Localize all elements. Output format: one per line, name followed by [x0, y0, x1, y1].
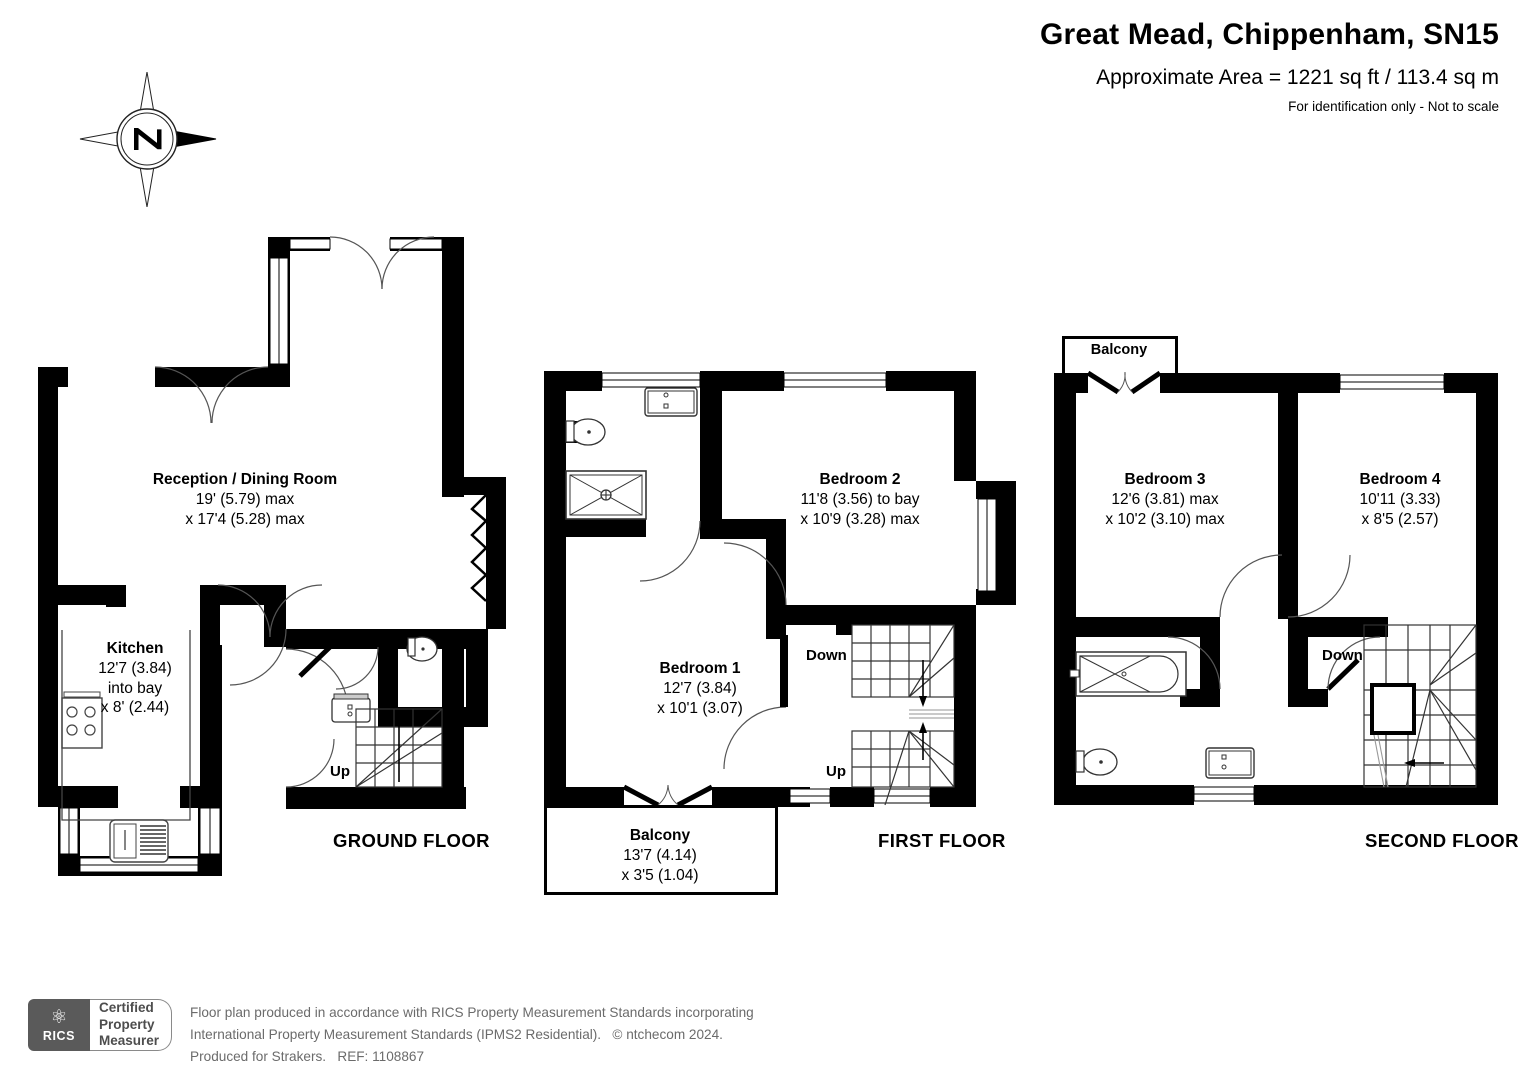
ground-floor-plan: [38, 236, 506, 876]
room-dimension-1: 19' (5.79) max: [195, 490, 295, 508]
room-label-bedroom-4: Bedroom 4 10'11 (3.33) x 8'5 (2.57): [1290, 470, 1510, 529]
plan-header: Great Mead, Chippenham, SN15 Approximate…: [1040, 18, 1499, 115]
stair-label-ground-up: Up: [330, 763, 350, 780]
room-dimension-1: 12'7 (3.84): [98, 659, 172, 677]
first-floor-plan: [544, 371, 1016, 895]
room-dimension-2: x 17'4 (5.28) max: [185, 510, 305, 528]
room-dimension-1: 10'11 (3.33): [1359, 490, 1441, 508]
room-dimension-1: 13'7 (4.14): [623, 846, 697, 864]
room-name: Balcony: [629, 827, 691, 844]
ground-floor-caption: GROUND FLOOR: [333, 830, 490, 851]
room-label-reception-dining: Reception / Dining Room 19' (5.79) max x…: [125, 470, 365, 529]
compass-rose: Z: [72, 71, 222, 208]
first-floor-caption: FIRST FLOOR: [878, 830, 1006, 851]
room-label-bedroom-3: Bedroom 3 12'6 (3.81) max x 10'2 (3.10) …: [1055, 470, 1275, 529]
rics-logo: ⚛ RICS: [28, 999, 90, 1051]
badge-line-1: Certified: [99, 1000, 154, 1016]
rics-certified-badge: ⚛ RICS Certified Property Measurer: [28, 999, 173, 1051]
room-name: Kitchen: [106, 640, 164, 657]
room-name: Reception / Dining Room: [152, 471, 338, 488]
disclaimer-line-3: Produced for Strakers. REF: 1108867: [190, 1049, 425, 1065]
plan-footer: ⚛ RICS Certified Property Measurer Floor…: [28, 999, 754, 1068]
second-floor-plan: [1054, 336, 1498, 805]
room-dimension-2: x 10'9 (3.28) max: [800, 510, 920, 528]
stair-label-first-down: Down: [806, 647, 847, 664]
room-name: Bedroom 2: [819, 471, 901, 488]
rics-wordmark: RICS: [42, 1028, 76, 1043]
room-dimension-2: x 8'5 (2.57): [1361, 510, 1439, 528]
badge-line-3: Measurer: [99, 1033, 160, 1049]
rics-emblem-icon: ⚛: [50, 1006, 68, 1028]
room-name: Bedroom 4: [1359, 471, 1441, 488]
compass-letter: Z: [125, 127, 169, 151]
stair-label-second-down: Down: [1322, 647, 1363, 664]
room-dimension-2: x 3'5 (1.04): [621, 866, 699, 884]
room-name: Bedroom 3: [1124, 471, 1206, 488]
room-dimension-1: 11'8 (3.56) to bay: [800, 490, 920, 508]
room-label-balcony-first: Balcony 13'7 (4.14) x 3'5 (1.04): [560, 826, 760, 885]
room-dimension-3: x 8' (2.44): [100, 699, 170, 717]
scale-notice: For identification only - Not to scale: [1288, 98, 1499, 114]
room-dimension-2: x 10'1 (3.07): [657, 699, 743, 717]
disclaimer-text: Floor plan produced in accordance with R…: [190, 999, 754, 1068]
room-label-balcony-second: Balcony: [1064, 341, 1174, 360]
approximate-area: Approximate Area = 1221 sq ft / 113.4 sq…: [1096, 65, 1499, 89]
room-name: Balcony: [1090, 342, 1148, 358]
room-label-bedroom-1: Bedroom 1 12'7 (3.84) x 10'1 (3.07): [560, 659, 840, 718]
badge-line-2: Property: [99, 1016, 155, 1032]
room-dimension-2: into bay: [107, 679, 163, 697]
room-label-bedroom-2: Bedroom 2 11'8 (3.56) to bay x 10'9 (3.2…: [730, 470, 990, 529]
disclaimer-line-1: Floor plan produced in accordance with R…: [190, 1005, 754, 1020]
rics-badge-text: Certified Property Measurer: [90, 999, 173, 1051]
room-label-kitchen: Kitchen 12'7 (3.84) into bay x 8' (2.44): [60, 639, 210, 718]
disclaimer-line-2: International Property Measurement Stand…: [190, 1027, 723, 1043]
stair-label-first-up: Up: [826, 763, 846, 780]
room-dimension-1: 12'7 (3.84): [663, 679, 737, 697]
room-dimension-1: 12'6 (3.81) max: [1111, 490, 1219, 508]
second-floor-caption: SECOND FLOOR: [1365, 830, 1519, 851]
page-title: Great Mead, Chippenham, SN15: [1039, 18, 1499, 51]
room-dimension-2: x 10'2 (3.10) max: [1105, 510, 1225, 528]
room-name: Bedroom 1: [659, 660, 741, 677]
